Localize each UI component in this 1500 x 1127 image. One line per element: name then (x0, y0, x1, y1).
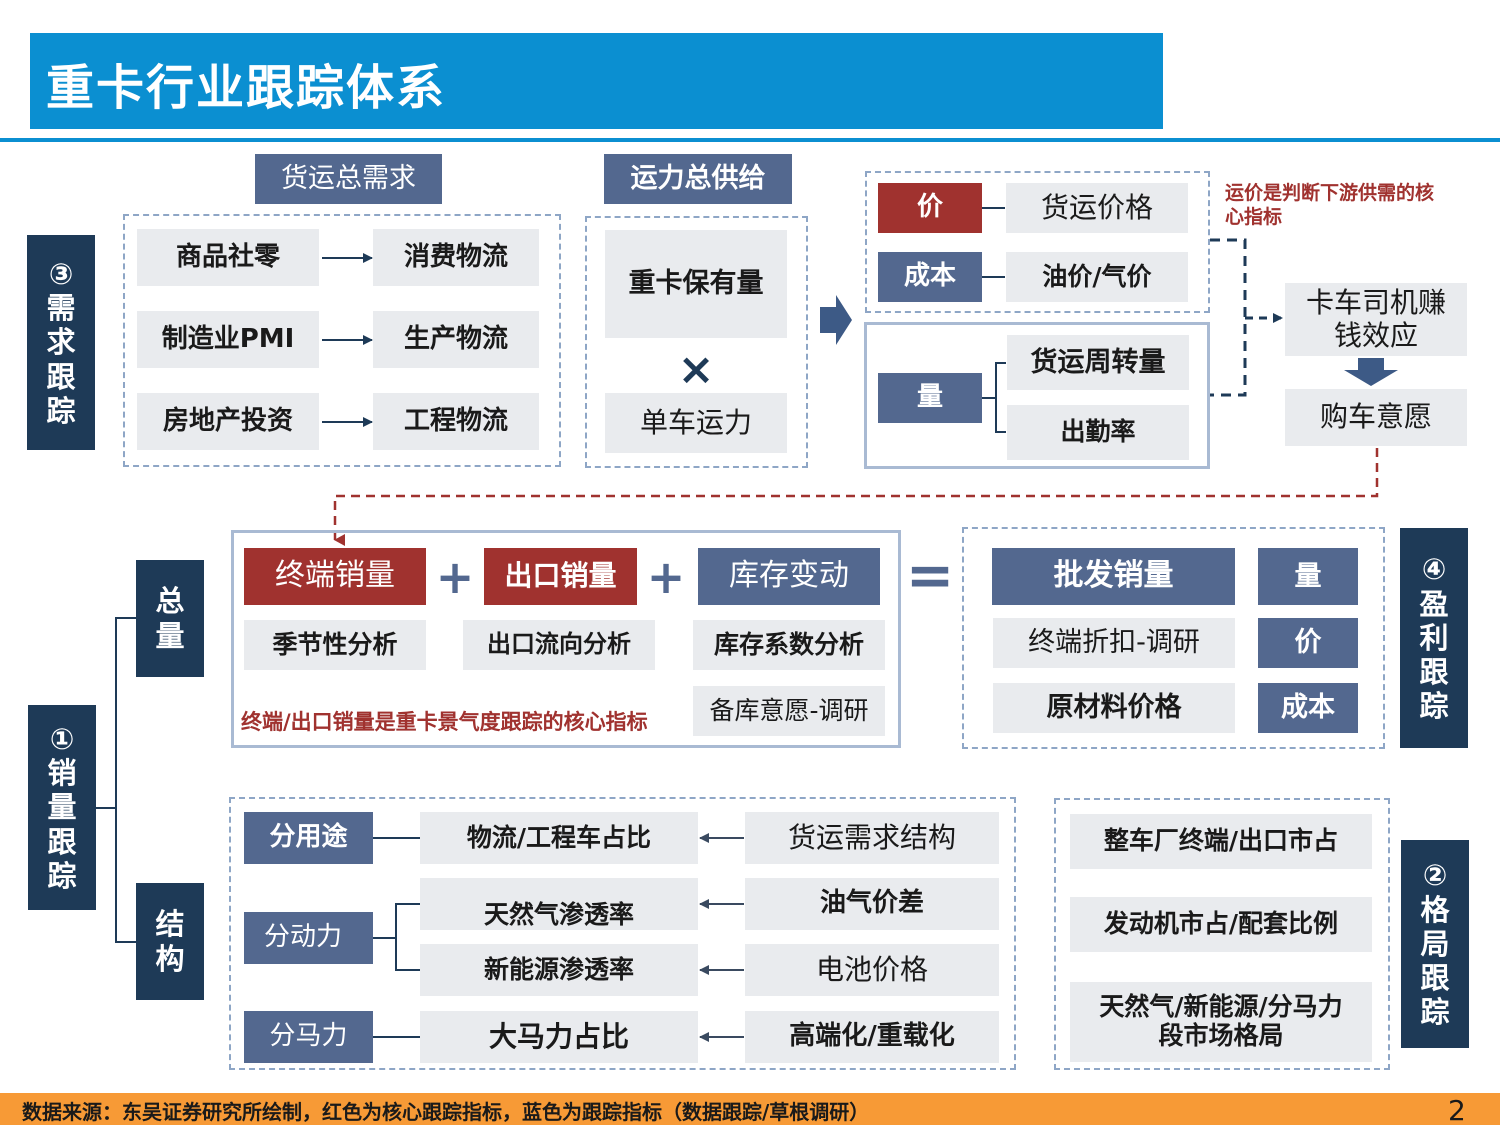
freight-demand-structure: 货运需求结构 (745, 812, 999, 864)
freight-price: 货运价格 (1006, 183, 1188, 233)
profit-tag-price: 价 (1258, 618, 1358, 668)
oem-market-share: 整车厂终端/出口市占 (1070, 814, 1372, 869)
profit-frame (962, 527, 1385, 749)
by-horsepower-label: 分马力 (244, 1011, 373, 1063)
demand-header: 货运总需求 (255, 154, 442, 204)
demand-source-realestate: 房地产投资 (137, 393, 319, 450)
title-bar (30, 33, 1163, 129)
export-sales: 出口销量 (484, 548, 637, 605)
by-power-label: 分动力 (244, 912, 373, 964)
multiply-symbol: × (677, 343, 715, 395)
inventory-change: 库存变动 (698, 548, 880, 605)
landscape-frame (1054, 798, 1390, 1070)
equals-sign: = (905, 540, 955, 609)
heavy-truck-inventory: 重卡保有量 (605, 230, 787, 338)
by-usage-label: 分用途 (244, 812, 373, 864)
cost-tag: 成本 (878, 252, 982, 302)
battery-price: 电池价格 (745, 944, 999, 996)
oil-gas-spread: 油气价差 (745, 878, 999, 930)
oil-gas-price: 油价/气价 (1006, 252, 1188, 302)
supply-header: 运力总供给 (604, 154, 792, 204)
terminal-discount-survey: 终端折扣-调研 (993, 618, 1235, 668)
export-flow-analysis: 出口流向分析 (463, 620, 655, 670)
page-title: 重卡行业跟踪体系 (46, 60, 447, 116)
driver-profit-effect: 卡车司机赚钱效应 (1285, 283, 1467, 356)
premiumization-heavy-load: 高端化/重载化 (745, 1011, 999, 1063)
segment-market-landscape: 天然气/新能源/分马力段市场格局 (1070, 982, 1372, 1062)
structure-frame (229, 797, 1016, 1070)
raw-material-price: 原材料价格 (993, 683, 1235, 733)
sales-core-note: 终端/出口销量是重卡景气度跟踪的核心指标 (241, 710, 648, 734)
profit-tag-volume: 量 (1258, 548, 1358, 605)
new-energy-penetration: 新能源渗透率 (420, 944, 698, 996)
per-truck-capacity: 单车运力 (605, 393, 787, 453)
demand-frame (123, 214, 561, 467)
footer-source: 数据来源：东吴证券研究所绘制，红色为核心跟踪指标，蓝色为跟踪指标（数据跟踪/草根… (22, 1100, 870, 1124)
terminal-sales: 终端销量 (244, 548, 426, 605)
demand-production-logistics: 生产物流 (373, 311, 539, 368)
supply-frame (585, 216, 808, 468)
freight-price-note: 运价是判断下游供需的核心指标 (1225, 182, 1435, 228)
structure-tracking-label: ②格局跟踪 (1401, 840, 1469, 1048)
volume-tag: 量 (878, 373, 982, 423)
page-number: 2 (1448, 1094, 1466, 1127)
inventory-ratio-analysis: 库存系数分析 (693, 620, 885, 670)
sales-frame (231, 530, 901, 748)
seasonality-analysis: 季节性分析 (244, 620, 426, 670)
wholesale-sales: 批发销量 (992, 548, 1235, 605)
title-underline (0, 138, 1500, 142)
logistics-engineering-share: 物流/工程车占比 (420, 812, 698, 864)
demand-source-retail: 商品社零 (137, 229, 319, 286)
plus-sign-1: + (435, 549, 475, 604)
profit-tracking-label: ④盈利跟踪 (1400, 528, 1468, 748)
natural-gas-penetration: 天然气渗透率 (420, 878, 698, 930)
total-label: 总量 (136, 560, 204, 677)
purchase-intent: 购车意愿 (1285, 389, 1467, 446)
sales-tracking-label: ①销量跟踪 (28, 705, 96, 910)
price-tag: 价 (878, 183, 982, 233)
profit-tag-cost: 成本 (1258, 683, 1358, 733)
plus-sign-2: + (646, 549, 686, 604)
demand-consumer-logistics: 消费物流 (373, 229, 539, 286)
stocking-survey: 备库意愿-调研 (693, 686, 885, 736)
demand-engineering-logistics: 工程物流 (373, 393, 539, 450)
volume-frame (864, 322, 1210, 469)
footer-bar (0, 1093, 1500, 1125)
demand-tracking-label: ③需求跟踪 (27, 235, 95, 450)
price-frame (865, 171, 1210, 313)
attendance-rate: 出勤率 (1007, 405, 1189, 460)
engine-market-share: 发动机市占/配套比例 (1070, 897, 1372, 952)
high-horsepower-share: 大马力占比 (420, 1011, 698, 1063)
structure-group-label: 结构 (136, 883, 204, 1000)
freight-turnover: 货运周转量 (1007, 335, 1189, 390)
demand-source-pmi: 制造业PMI (137, 311, 319, 368)
